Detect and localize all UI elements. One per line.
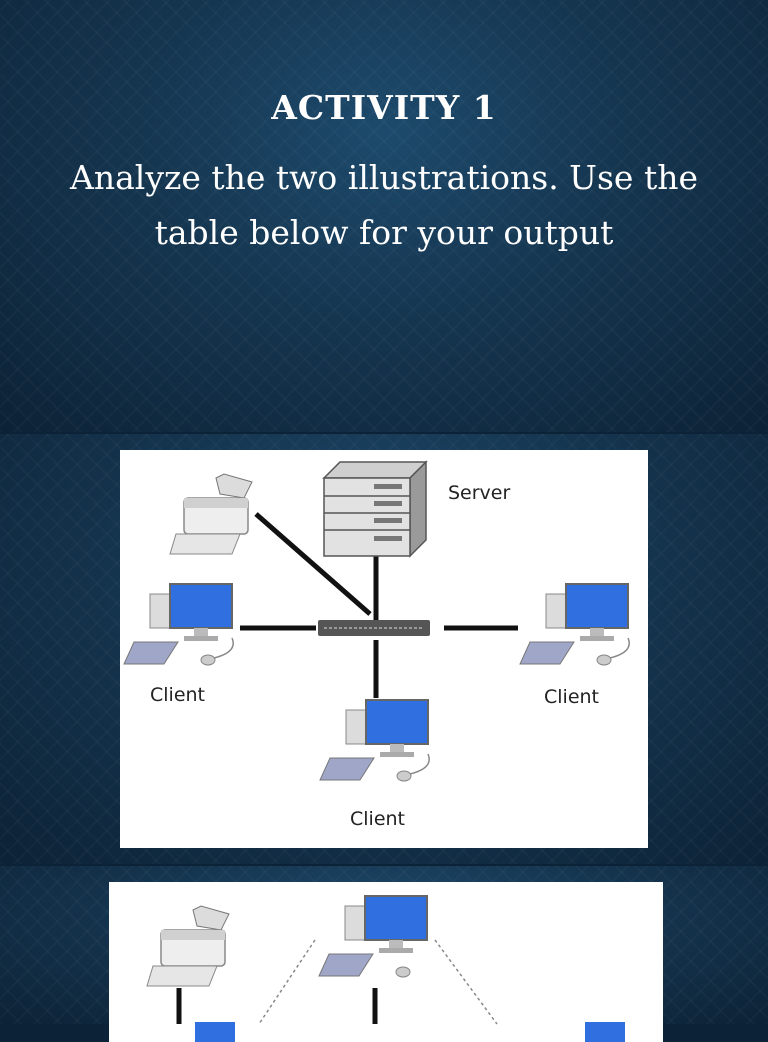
network-diagram-svg <box>123 460 630 782</box>
p2p-diagram-svg <box>146 895 625 1042</box>
connection-lines <box>240 512 518 698</box>
printer-icon <box>146 905 230 987</box>
p2p-solid-lines <box>176 988 378 1024</box>
slide-peer-to-peer <box>0 866 768 1042</box>
client-computer-bottom-icon <box>319 699 430 782</box>
peer-computer-top-icon <box>318 895 428 978</box>
client-computer-left-icon <box>123 583 234 666</box>
client-right-label: Client <box>544 686 600 708</box>
peer-computer-bottom-left-icon <box>195 1022 235 1042</box>
client-computer-right-icon <box>519 583 630 666</box>
server-label: Server <box>448 482 511 504</box>
client-server-diagram: Server Client Client Client <box>120 450 648 848</box>
slide-client-server: Server Client Client Client <box>0 434 768 864</box>
switch-icon <box>318 620 430 636</box>
client-bottom-label: Client <box>350 808 406 830</box>
server-icon <box>322 460 428 558</box>
slide-title: ACTIVITY 1 <box>271 88 497 127</box>
line-printer-switch <box>254 512 372 616</box>
client-left-label: Client <box>150 684 206 706</box>
slide-activity-title: ACTIVITY 1 Analyze the two illustrations… <box>0 0 768 432</box>
instructions-text: Analyze the two illustrations. Use the t… <box>70 158 698 252</box>
peer-to-peer-diagram <box>109 882 663 1042</box>
printer-icon <box>169 473 253 555</box>
peer-computer-bottom-right-icon <box>585 1022 625 1042</box>
p2p-dashed-lines <box>258 939 498 1025</box>
